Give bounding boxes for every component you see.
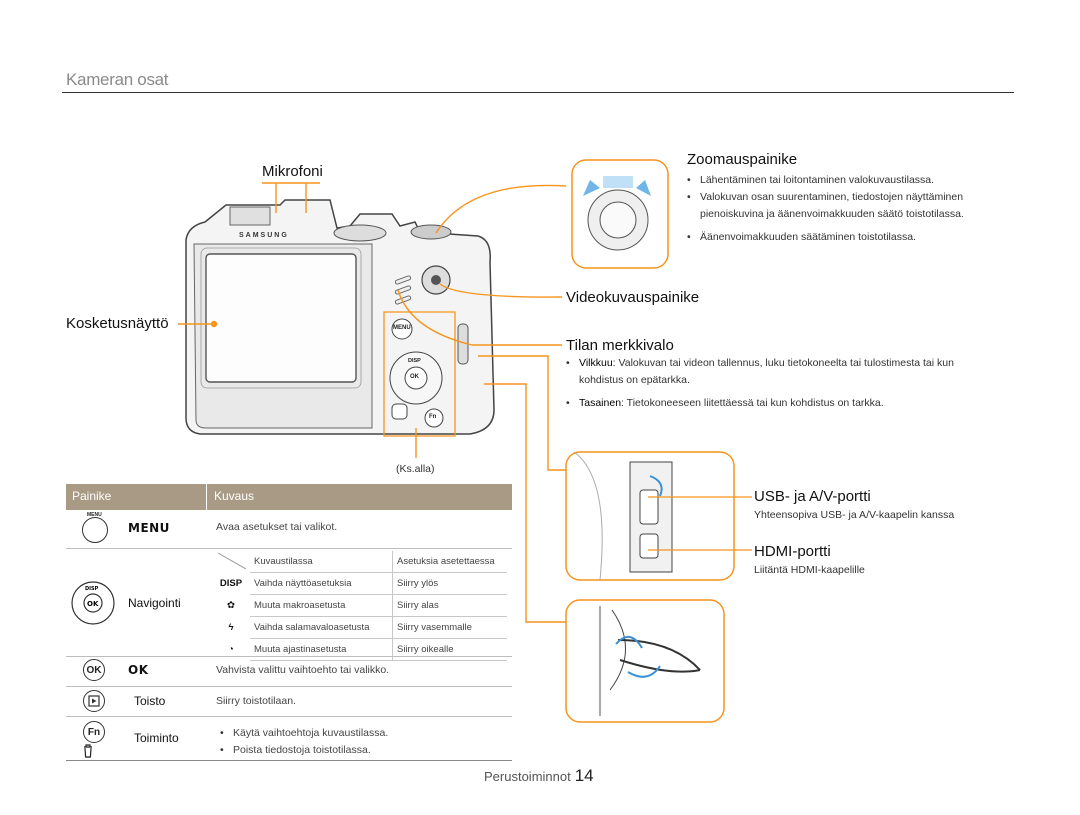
page-number: 14 [574, 766, 594, 785]
zoom-lever-illustration [571, 159, 669, 269]
title-divider [62, 92, 1014, 93]
usb-port-desc: Yhteensopiva USB- ja A/V-kaapelin kanssa [754, 509, 955, 521]
port-door-illustration [565, 451, 735, 581]
disp-icon: DISP [219, 578, 243, 589]
macro-icon: ✿ [227, 600, 235, 611]
mode-lamp-bullet: Tasainen: Tietokoneeseen liitettäessä ta… [566, 395, 966, 412]
navigation-dial-icon: OK DISP [71, 581, 115, 625]
mode-lamp-title: Tilan merkkivalo [566, 337, 674, 354]
nav-row-shoot: Muuta ajastinasetusta [250, 638, 393, 661]
camera-menu-label: MENU [393, 325, 411, 331]
nav-subheader-shoot: Kuvaustilassa [250, 551, 393, 573]
zoom-bullet: Lähentäminen tai loitontaminen valokuvau… [687, 172, 1017, 189]
camera-fn-label: Fn [429, 414, 437, 420]
hdmi-port-desc: Liitäntä HDMI-kaapelille [754, 564, 865, 576]
nav-subheader-setting: Asetuksia asetettaessa [392, 551, 507, 573]
fn-button-name: Toiminto [134, 731, 179, 745]
header-kuvaus: Kuvaus [214, 489, 255, 503]
zoom-bullet: Äänenvoimakkuuden säätäminen toistotilas… [687, 229, 1017, 246]
strap-illustration [565, 599, 725, 723]
svg-text:DISP: DISP [85, 586, 99, 592]
nav-row-shoot: Vaihda salamavaloasetusta [250, 616, 393, 639]
fn-button-icon: Fn [83, 721, 105, 743]
nav-row-setting: Siirry alas [392, 594, 507, 617]
nav-row-shoot: Vaihda näyttöasetuksia [250, 572, 393, 595]
ok-button-icon: OK [83, 659, 105, 681]
zoom-bullet: Valokuvan osan suurentaminen, tiedostoje… [687, 189, 1017, 223]
navigation-subtable: Kuvaustilassa Asetuksia asetettaessa DIS… [212, 551, 507, 661]
mode-lamp-bullet: Vilkkuu: Valokuvan tai videon tallennus,… [566, 355, 966, 389]
menu-button-icon [82, 517, 108, 543]
ok-button-desc: Vahvista valittu vaihtoehto tai valikko. [216, 664, 390, 676]
camera-brand-label: SAMSUNG [239, 232, 289, 239]
nav-diagonal-cell [212, 551, 250, 573]
menu-button-name: MENU [128, 521, 170, 535]
video-button-label: Videokuvauspainike [566, 289, 700, 306]
kosketusnaytto-label: Kosketusnäyttö [66, 315, 169, 332]
camera-ok-label: OK [410, 374, 419, 380]
nav-row-setting: Siirry vasemmalle [392, 616, 507, 639]
flash-icon: ϟ [228, 622, 234, 633]
button-table-header: Painike Kuvaus [66, 484, 512, 510]
nav-row-setting: Siirry oikealle [392, 638, 507, 661]
fn-bullet: Poista tiedostoja toistotilassa. [220, 742, 388, 759]
page-title: Kameran osat [66, 70, 169, 89]
timer-icon: ◔ [228, 644, 234, 655]
delete-icon [84, 744, 92, 758]
mikrofoni-label: Mikrofoni [262, 163, 323, 180]
usb-port-title: USB- ja A/V-portti [754, 488, 871, 505]
fn-bullet: Käytä vaihtoehtoja kuvaustilassa. [220, 725, 388, 742]
nav-row-shoot: Muuta makroasetusta [250, 594, 393, 617]
menu-button-desc: Avaa asetukset tai valikot. [216, 521, 338, 533]
ks-alla-note: (Ks.alla) [396, 463, 435, 475]
svg-text:OK: OK [87, 600, 99, 608]
hdmi-port-title: HDMI-portti [754, 543, 831, 560]
camera-body-illustration [185, 199, 495, 437]
nav-row-setting: Siirry ylös [392, 572, 507, 595]
playback-button-icon [83, 690, 105, 712]
footer-section: Perustoiminnot [484, 769, 571, 784]
playback-button-desc: Siirry toistotilaan. [216, 695, 296, 707]
ok-button-name: OK [128, 663, 149, 677]
navigation-name: Navigointi [128, 596, 181, 610]
header-painike: Painike [72, 489, 112, 503]
playback-button-name: Toisto [134, 694, 166, 708]
camera-disp-label: DISP [408, 358, 421, 364]
zoom-title: Zoomauspainike [687, 151, 798, 168]
menu-icon-label: MENU [87, 512, 102, 518]
